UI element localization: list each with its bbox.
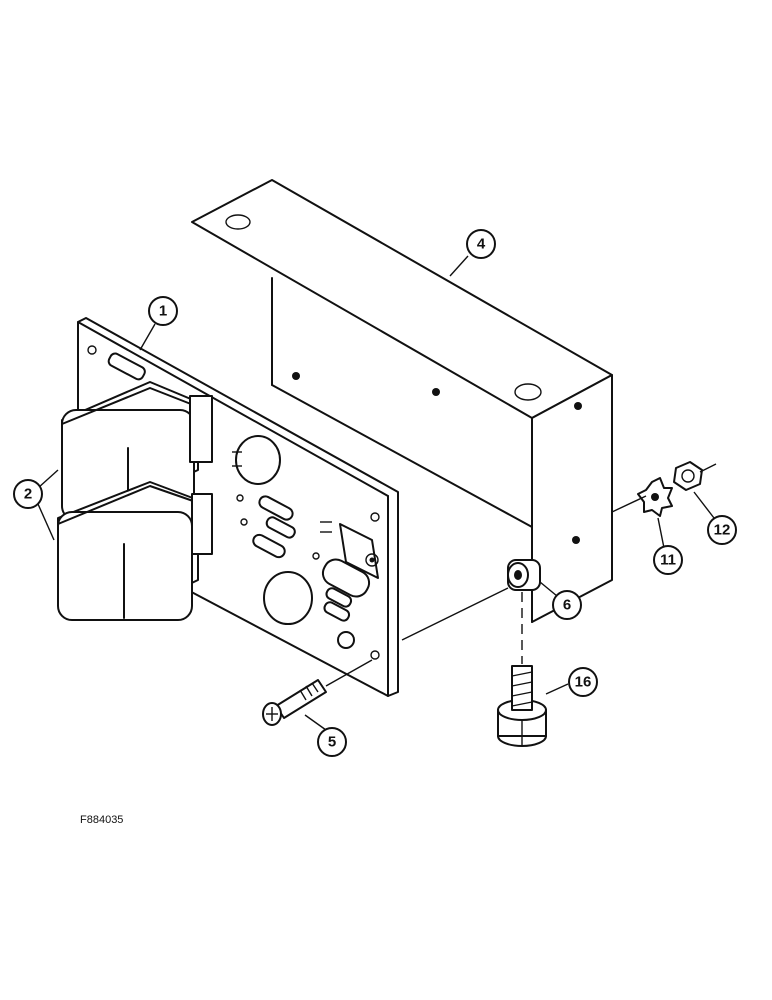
figure-id: F884035	[80, 814, 123, 826]
svg-text:5: 5	[328, 734, 336, 751]
svg-text:12: 12	[714, 522, 731, 539]
callout-4: 4	[466, 229, 496, 259]
callout-1: 1	[148, 296, 178, 326]
mounting-bracket	[191, 179, 613, 623]
svg-text:1: 1	[159, 303, 167, 320]
svg-text:2: 2	[24, 486, 32, 503]
screw	[262, 679, 327, 726]
callout-5: 5	[317, 727, 347, 757]
spacer	[507, 559, 541, 591]
bolt	[497, 665, 547, 747]
svg-text:6: 6	[563, 597, 571, 614]
nut	[673, 461, 703, 491]
svg-text:4: 4	[477, 236, 486, 253]
callout-12: 12	[707, 515, 737, 545]
callout-16: 16	[568, 667, 598, 697]
svg-text:16: 16	[575, 674, 592, 691]
callout-11: 11	[653, 545, 683, 575]
callout-6: 6	[552, 590, 582, 620]
relays	[57, 381, 213, 621]
assembly-lines	[37, 255, 717, 731]
lock-washer	[637, 477, 673, 517]
svg-text:11: 11	[660, 552, 676, 569]
callout-2: 2	[13, 479, 43, 509]
